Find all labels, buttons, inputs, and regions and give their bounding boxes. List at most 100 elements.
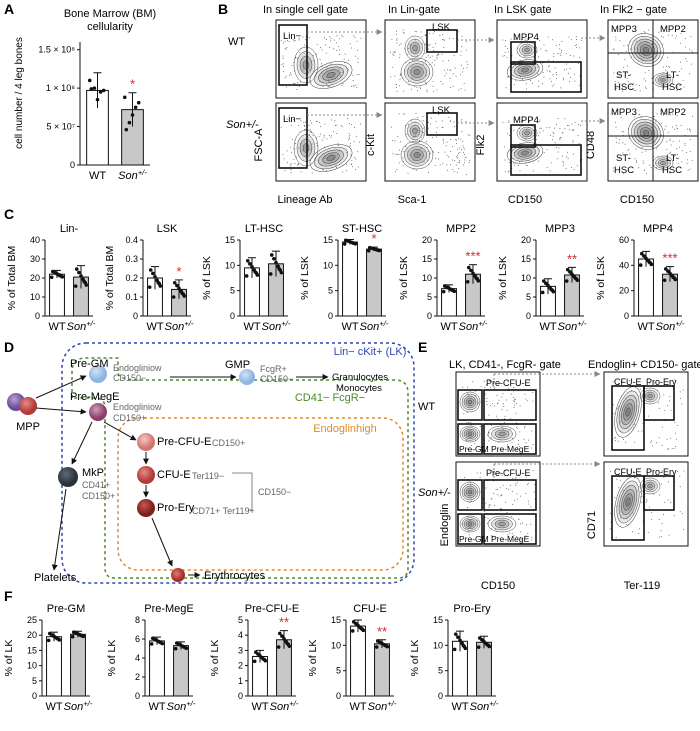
event-dot bbox=[320, 126, 322, 128]
event-dot bbox=[549, 70, 551, 72]
data-point bbox=[277, 631, 282, 636]
y-tick-label: 40 bbox=[619, 260, 629, 270]
endoglin-gate-label: Endoglinhigh bbox=[313, 423, 377, 435]
x-label-son: Son+/- bbox=[262, 319, 291, 333]
event-dot bbox=[324, 156, 326, 158]
event-dot bbox=[553, 53, 555, 55]
event-dot bbox=[667, 404, 669, 406]
event-dot bbox=[578, 84, 580, 86]
event-dot bbox=[514, 399, 516, 401]
pre-cfue-label: Pre-CFU-E bbox=[486, 468, 531, 478]
event-dot bbox=[458, 168, 460, 170]
data-point bbox=[172, 280, 177, 285]
event-dot bbox=[691, 159, 693, 161]
event-dot bbox=[303, 125, 305, 127]
data-point bbox=[269, 253, 274, 257]
y-tick-label: 0 bbox=[70, 160, 75, 170]
event-dot bbox=[460, 50, 462, 52]
event-dot bbox=[505, 399, 507, 401]
contour-ring bbox=[639, 387, 661, 405]
event-dot bbox=[321, 163, 323, 165]
event-dot bbox=[672, 113, 674, 115]
event-dot bbox=[312, 55, 314, 57]
event-dot bbox=[485, 393, 487, 395]
event-dot bbox=[552, 139, 554, 141]
event-dot bbox=[468, 421, 470, 423]
event-dot bbox=[294, 143, 296, 145]
event-dot bbox=[326, 66, 328, 68]
data-point bbox=[151, 271, 155, 276]
chart-ylabel: % of LK bbox=[106, 640, 118, 677]
event-dot bbox=[297, 81, 299, 83]
event-dot bbox=[351, 159, 353, 161]
event-dot bbox=[564, 118, 566, 120]
y-tick-label: 10 bbox=[27, 661, 37, 671]
event-dot bbox=[490, 527, 492, 529]
event-dot bbox=[535, 139, 537, 141]
data-point bbox=[662, 278, 667, 283]
event-dot bbox=[514, 404, 516, 406]
y-tick-label: 10 bbox=[225, 260, 235, 270]
event-dot bbox=[399, 85, 401, 87]
event-dot bbox=[442, 163, 444, 165]
event-dot bbox=[668, 153, 670, 155]
data-point bbox=[71, 630, 76, 634]
event-dot bbox=[625, 407, 627, 409]
y-tick-label: 4 bbox=[238, 630, 243, 640]
event-dot bbox=[494, 388, 496, 390]
event-dot bbox=[400, 43, 402, 45]
event-dot bbox=[681, 161, 683, 163]
event-dot bbox=[505, 433, 507, 435]
data-point bbox=[285, 641, 289, 646]
event-dot bbox=[442, 126, 444, 128]
event-dot bbox=[320, 47, 322, 49]
event-dot bbox=[504, 470, 506, 472]
event-dot bbox=[613, 437, 615, 439]
event-dot bbox=[577, 165, 579, 167]
panel-e-y-left: Endoglin bbox=[439, 504, 451, 547]
event-dot bbox=[513, 406, 515, 408]
event-dot bbox=[396, 153, 398, 155]
event-dot bbox=[538, 56, 540, 58]
event-dot bbox=[626, 65, 628, 67]
proery-marker: CD71+ Ter119+ bbox=[192, 506, 255, 516]
event-dot bbox=[318, 122, 320, 124]
event-dot bbox=[667, 34, 669, 36]
data-point bbox=[450, 288, 454, 292]
event-dot bbox=[298, 39, 300, 41]
y-tick-label: 2 bbox=[135, 672, 140, 682]
event-dot bbox=[525, 88, 527, 90]
event-dot bbox=[680, 32, 682, 34]
event-dot bbox=[623, 405, 625, 407]
event-dot bbox=[520, 39, 522, 41]
event-dot bbox=[459, 147, 461, 149]
contour-ring bbox=[309, 144, 353, 172]
event-dot bbox=[348, 139, 350, 141]
event-dot bbox=[558, 44, 560, 46]
event-dot bbox=[665, 141, 667, 143]
event-dot bbox=[517, 498, 519, 500]
event-dot bbox=[441, 126, 443, 128]
event-dot bbox=[469, 404, 471, 406]
event-dot bbox=[300, 120, 302, 122]
pregm-gate bbox=[457, 513, 483, 545]
event-dot bbox=[399, 53, 401, 55]
y-tick-label: 5 bbox=[427, 292, 432, 302]
event-dot bbox=[424, 34, 426, 36]
event-dot bbox=[634, 116, 636, 118]
event-dot bbox=[515, 476, 517, 478]
event-dot bbox=[357, 49, 359, 51]
data-point bbox=[253, 650, 258, 655]
event-dot bbox=[507, 171, 509, 173]
x-label-wt: WT bbox=[251, 701, 268, 713]
event-dot bbox=[438, 158, 440, 160]
event-dot bbox=[467, 134, 469, 136]
event-dot bbox=[638, 114, 640, 116]
event-dot bbox=[669, 66, 671, 68]
event-dot bbox=[517, 164, 519, 166]
event-dot bbox=[470, 500, 472, 502]
event-dot bbox=[290, 74, 292, 76]
event-dot bbox=[446, 72, 448, 74]
event-dot bbox=[579, 56, 581, 58]
